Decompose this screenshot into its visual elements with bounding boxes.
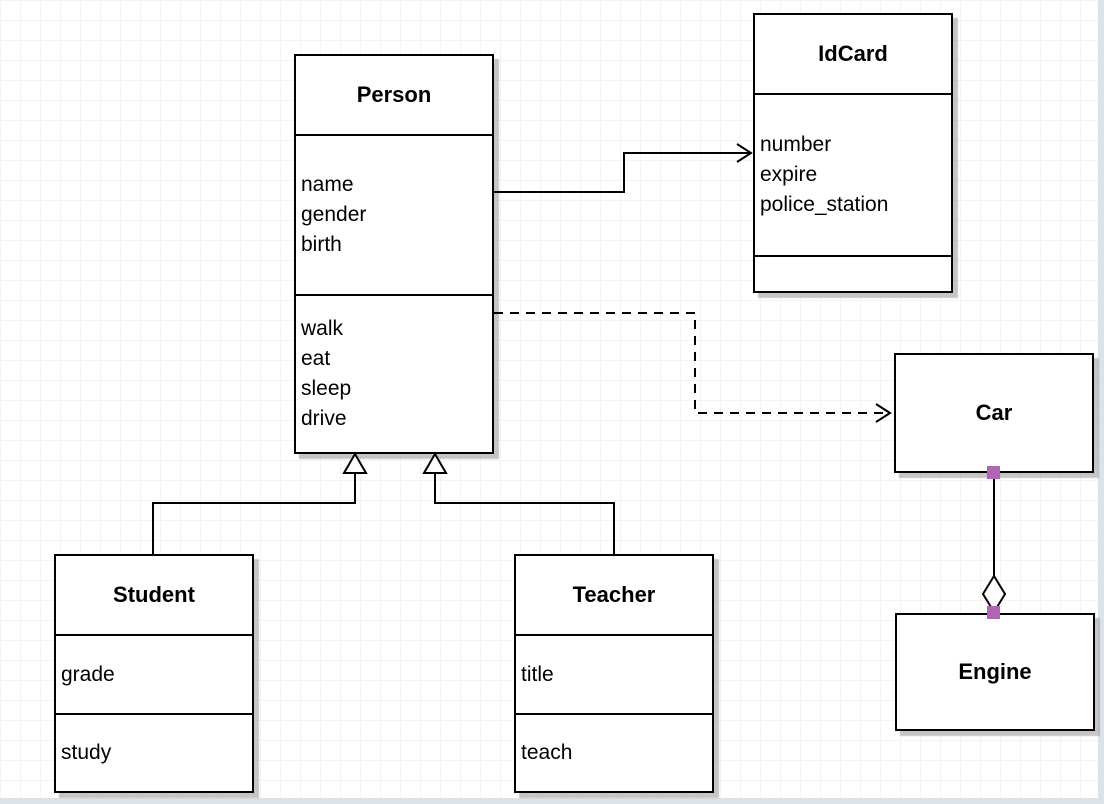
attribute: number: [760, 133, 832, 156]
method: teach: [521, 741, 573, 764]
edge-association-person-idcard[interactable]: [494, 143, 753, 193]
class-methods-section-empty[interactable]: [755, 255, 951, 291]
class-box-engine[interactable]: Engine: [895, 613, 1095, 731]
open-arrowhead-icon: [736, 143, 753, 163]
edge-aggregation-car-engine[interactable]: [981, 466, 1007, 619]
class-methods-section[interactable]: teach: [516, 713, 712, 791]
attribute: title: [521, 662, 554, 686]
class-box-person[interactable]: Person name gender birth walk eat sleep …: [294, 54, 494, 454]
edge-dependency-person-car[interactable]: [494, 312, 892, 423]
attribute: birth: [301, 233, 342, 256]
class-title: Engine: [958, 659, 1032, 684]
attribute: name: [301, 173, 354, 196]
method: sleep: [301, 377, 352, 400]
class-box-student[interactable]: Student grade study: [54, 554, 254, 793]
attribute: police_station: [760, 193, 889, 216]
page-edge-bottom: [0, 798, 1104, 804]
class-box-teacher[interactable]: Teacher title teach: [514, 554, 714, 793]
hollow-triangle-icon: [422, 452, 448, 474]
class-title: Student: [113, 582, 195, 607]
method: drive: [301, 407, 347, 430]
class-methods-section[interactable]: study: [56, 713, 252, 791]
attribute: grade: [61, 662, 115, 686]
hollow-triangle-icon: [342, 452, 368, 474]
class-attributes-section[interactable]: title: [516, 634, 712, 713]
class-methods-section[interactable]: walk eat sleep drive: [296, 294, 492, 452]
method: study: [61, 741, 112, 764]
class-title: Person: [356, 82, 432, 107]
class-attributes-section[interactable]: grade: [56, 634, 252, 713]
class-box-idcard[interactable]: IdCard number expire police_station: [753, 13, 953, 293]
class-attributes-section[interactable]: number expire police_station: [755, 93, 951, 255]
edge-generalization-teacher-person[interactable]: [422, 452, 615, 554]
method: eat: [301, 347, 331, 370]
attribute: gender: [301, 203, 367, 226]
attribute: expire: [760, 163, 818, 186]
class-title: IdCard: [818, 41, 888, 66]
page-edge-right: [1098, 0, 1104, 804]
class-attributes-section[interactable]: name gender birth: [296, 134, 492, 294]
class-title: Car: [975, 400, 1013, 425]
hollow-diamond-icon: [981, 574, 1007, 614]
edge-generalization-student-person[interactable]: [152, 452, 368, 554]
class-box-car[interactable]: Car: [894, 353, 1094, 473]
open-arrowhead-icon: [875, 403, 892, 423]
method: walk: [301, 317, 344, 340]
class-title: Teacher: [572, 582, 656, 607]
